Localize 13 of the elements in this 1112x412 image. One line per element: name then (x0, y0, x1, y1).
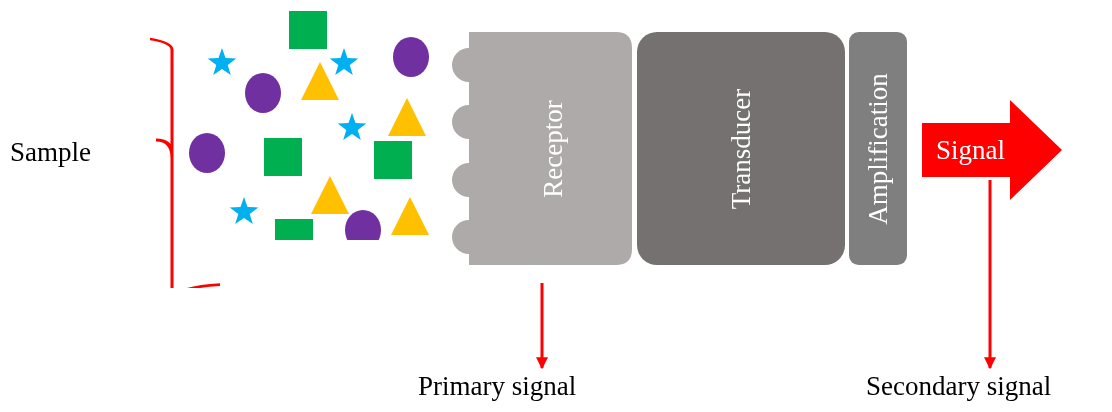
signal-arrow (922, 100, 1062, 200)
transducer-block (637, 32, 845, 265)
arrow (536, 283, 548, 370)
block-label: Transducer (725, 88, 757, 209)
sample-label: Sample (10, 132, 91, 172)
secondary-signal-label: Secondary signal (866, 366, 1052, 406)
block-label: Amplification (862, 72, 894, 225)
receptor-block (452, 32, 632, 265)
arrow (984, 180, 996, 370)
block-label: Signal (936, 134, 1005, 166)
amplification-block (849, 32, 907, 265)
primary-signal-label: Primary signal (418, 366, 577, 406)
block-label: Receptor (537, 99, 569, 198)
